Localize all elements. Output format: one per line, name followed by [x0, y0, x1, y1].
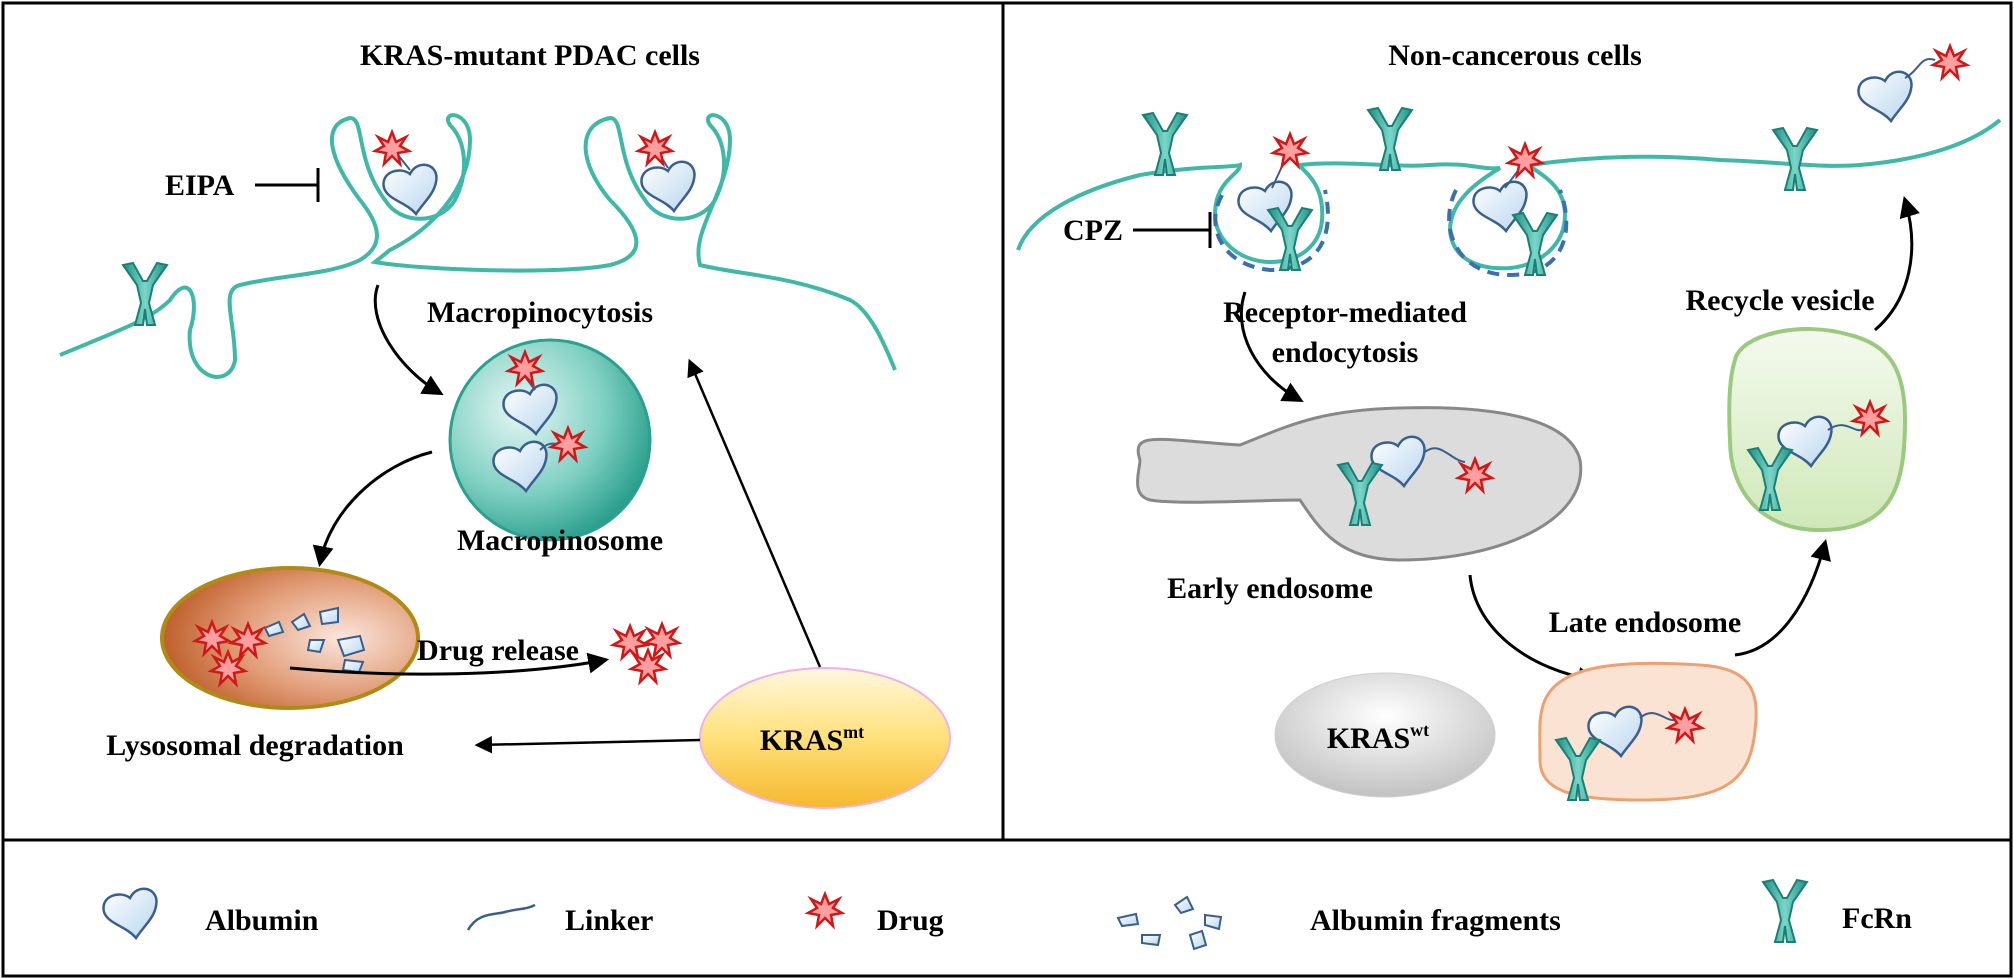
- cup1-drug-icon: [373, 130, 411, 166]
- kras-wt-sup: wt: [1410, 720, 1429, 740]
- right-title: Non-cancerous cells: [1388, 39, 1642, 72]
- membrane-fcrn-3-icon: [1772, 127, 1818, 191]
- pit1-drug-icon: [1271, 132, 1309, 168]
- arrow-kras-to-lysosome: [474, 735, 701, 754]
- cpz-label: CPZ: [1063, 214, 1123, 247]
- rme-label-line1: Receptor-mediated: [1223, 296, 1467, 329]
- released-drug-2-icon: [643, 622, 681, 658]
- left-title: KRAS-mutant PDAC cells: [360, 39, 700, 72]
- kras-wt-label: KRASwt: [1327, 720, 1429, 755]
- early-endosome-label: Early endosome: [1167, 572, 1373, 605]
- arrow-to-lysosome: [312, 450, 433, 568]
- kras-mt-main: KRAS: [760, 724, 843, 757]
- macropinocytosis-label: Macropinocytosis: [427, 296, 653, 329]
- arrow-kras-to-macropinocytosis: [687, 358, 822, 668]
- released-drug-3-icon: [629, 648, 667, 684]
- kras-wt-ellipse: [1274, 672, 1496, 798]
- legend-drug-icon: [806, 892, 844, 928]
- kras-mt-ellipse: [699, 667, 951, 809]
- membrane-fcrn-2-icon: [1367, 107, 1413, 171]
- left-membrane: [59, 113, 897, 379]
- released-albumin-icon: [1857, 70, 1913, 123]
- arrow-drug-release: [289, 652, 610, 676]
- legend-fcrn-label: FcRn: [1842, 902, 1912, 935]
- left-panel: KRAS-mutant PDAC cells EIPA Macropinocyt…: [59, 39, 951, 809]
- legend-fragments-icon: [1116, 895, 1223, 951]
- recycle-vesicle-label: Recycle vesicle: [1685, 284, 1874, 317]
- legend-fragments-label: Albumin fragments: [1310, 904, 1561, 937]
- legend-albumin-icon: [102, 887, 158, 940]
- legend-linker-label: Linker: [565, 904, 653, 937]
- rme-label-line2: endocytosis: [1272, 336, 1419, 369]
- late-endosome: [1538, 661, 1758, 802]
- kras-mt-sup: mt: [843, 722, 864, 742]
- eipa-label: EIPA: [165, 169, 235, 202]
- legend-albumin-label: Albumin: [205, 904, 319, 937]
- legend-drug-label: Drug: [877, 904, 944, 937]
- legend-fcrn-icon: [1762, 879, 1808, 943]
- released-albumin-drug-icon: [1931, 44, 1969, 80]
- late-endosome-label: Late endosome: [1549, 606, 1741, 639]
- left-fcrn-icon: [122, 262, 168, 326]
- coated-pit-1: [1213, 189, 1330, 273]
- right-membrane: [1016, 118, 2002, 271]
- released-drug-1-icon: [611, 624, 649, 660]
- right-panel: Non-cancerous cells CPZ Receptor-mediate…: [1016, 39, 2002, 802]
- legend: Albumin Linker Drug Albumin fragments Fc…: [102, 879, 1912, 951]
- arrow-recycle-to-membrane: [1874, 195, 1920, 332]
- macropinosome-label: Macropinosome: [457, 524, 663, 557]
- kras-wt-main: KRAS: [1327, 722, 1410, 755]
- arrow-to-recycle: [1734, 538, 1831, 657]
- arrow-to-early-endosome: [1239, 291, 1304, 403]
- coated-pit-2: [1447, 189, 1569, 278]
- legend-linker-icon: [466, 903, 536, 931]
- membrane-fcrn-1-icon: [1142, 112, 1188, 176]
- lysosomal-degradation-label: Lysosomal degradation: [106, 729, 404, 762]
- lysosome-fragments: [263, 606, 366, 674]
- drug-release-label: Drug release: [417, 634, 579, 667]
- kras-mt-label: KRASmt: [760, 722, 864, 757]
- macropinosome: [448, 338, 652, 542]
- cup2-drug-icon: [636, 130, 674, 166]
- arrow-to-macropinosome: [373, 284, 444, 396]
